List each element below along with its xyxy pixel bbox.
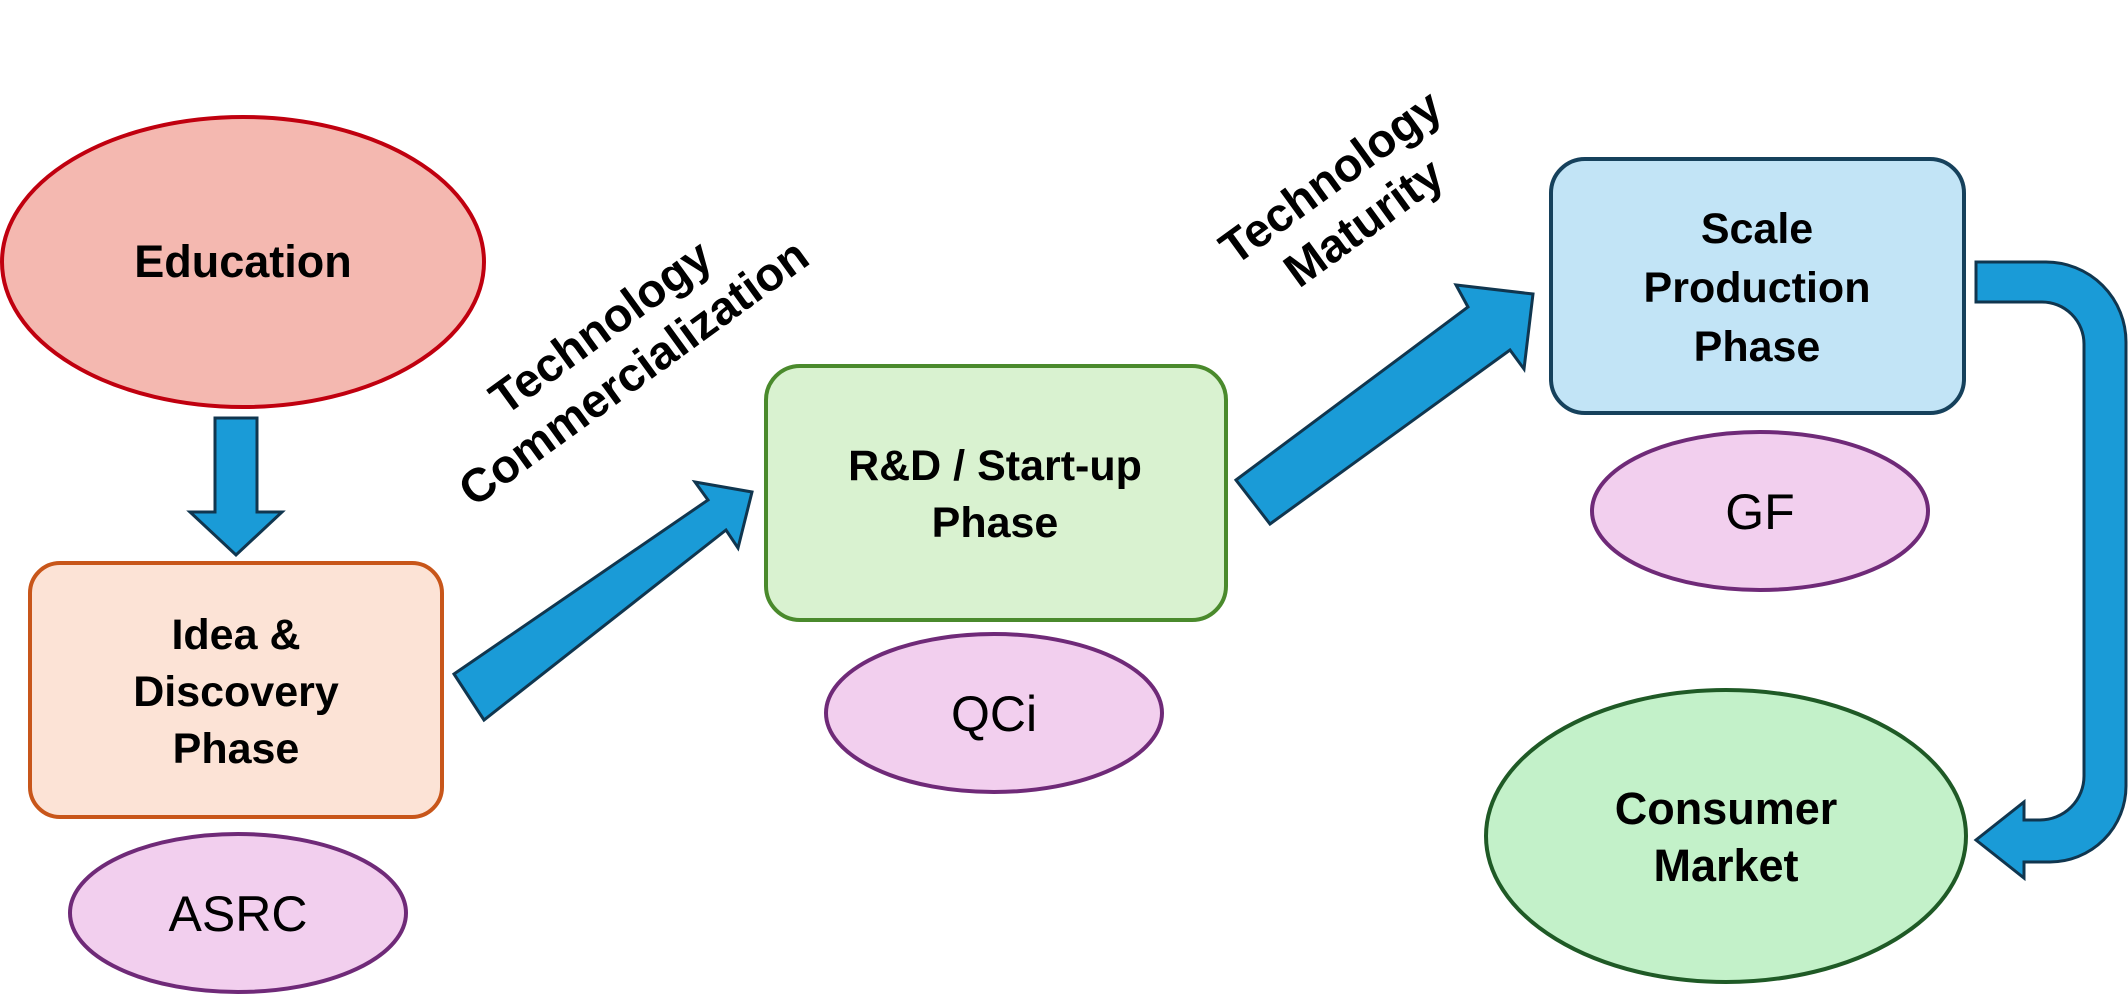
node-education: Education — [0, 115, 486, 409]
node-idea-discovery: Idea & Discovery Phase — [28, 561, 444, 819]
idea-discovery-box — [28, 561, 444, 819]
rnd-line-2: Phase — [932, 499, 1059, 547]
gf-label: GF — [1725, 484, 1794, 540]
arrow-rnd-to-scale — [1233, 283, 1535, 527]
arrow-scale-to-consumer — [1973, 260, 2128, 882]
node-rnd-startup: R&D / Start-up Phase — [764, 364, 1228, 622]
node-consumer-market: Consumer Market — [1484, 688, 1968, 984]
edge-label-maturity: Technology Maturity — [1209, 79, 1452, 297]
gf-ellipse — [1590, 430, 1930, 592]
scale-line-3: Phase — [1694, 323, 1821, 371]
org-gf: GF — [1590, 430, 1930, 592]
arrow-education-to-idea — [186, 416, 286, 558]
idea-line-1: Idea & — [171, 611, 300, 659]
qci-ellipse — [824, 632, 1164, 794]
scale-production-box — [1549, 157, 1966, 415]
node-scale-production: Scale Production Phase — [1549, 157, 1966, 415]
consumer-line-2: Market — [1653, 840, 1798, 891]
org-asrc: ASRC — [68, 832, 408, 994]
consumer-line-1: Consumer — [1615, 783, 1838, 834]
scale-line-2: Production — [1644, 264, 1871, 312]
scale-line-1: Scale — [1701, 205, 1813, 253]
arrow-idea-to-rnd — [451, 479, 754, 723]
arrows — [186, 260, 2128, 882]
idea-line-2: Discovery — [133, 668, 339, 716]
rnd-line-1: R&D / Start-up — [848, 442, 1142, 490]
education-ellipse — [0, 115, 486, 409]
org-qci: QCi — [824, 632, 1164, 794]
asrc-label: ASRC — [169, 886, 308, 942]
consumer-market-ellipse — [1484, 688, 1968, 984]
asrc-ellipse — [68, 832, 408, 994]
rnd-startup-box — [764, 364, 1228, 622]
idea-line-3: Phase — [173, 725, 300, 773]
education-label: Education — [134, 236, 352, 287]
qci-label: QCi — [951, 686, 1037, 742]
